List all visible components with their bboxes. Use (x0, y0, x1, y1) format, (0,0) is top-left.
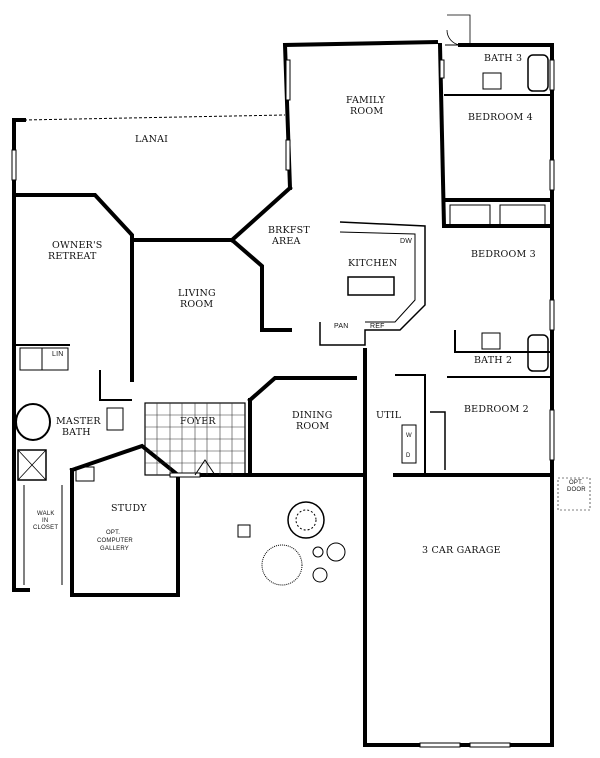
label-gallery-3: GALLERY (100, 546, 129, 552)
exterior-walls (12, 39, 554, 747)
label-living-room-2: ROOM (180, 299, 214, 310)
label-study: STUDY (111, 503, 147, 514)
garage-door (445, 14, 591, 511)
label-dryer: D (406, 453, 411, 459)
label-dishwasher: DW (400, 238, 413, 245)
label-owners-2: RETREAT (48, 251, 97, 262)
label-opt-door-2: DOOR (567, 487, 586, 493)
label-linen: LIN (52, 351, 64, 358)
label-util: UTIL (376, 410, 402, 421)
label-brkfst-1: BRKFST (268, 225, 310, 236)
landscape-trees (237, 501, 346, 586)
label-master-bath-2: BATH (62, 427, 91, 438)
label-master-bath-1: MASTER (56, 416, 101, 427)
label-gallery-1: OPT. (106, 530, 121, 536)
label-family-room-2: ROOM (350, 106, 384, 117)
label-brkfst-2: AREA (272, 236, 301, 247)
label-washer: W (406, 433, 412, 439)
label-lanai: LANAI (135, 134, 169, 145)
label-pantry: PAN (334, 323, 349, 330)
label-kitchen: KITCHEN (348, 258, 398, 269)
label-bedroom-4: BEDROOM 4 (468, 112, 533, 123)
label-walk-in-2: IN (42, 518, 49, 524)
label-opt-door-1: OPT. (569, 480, 584, 486)
label-living-room-1: LIVING (178, 288, 216, 299)
label-dining-room-2: ROOM (296, 421, 330, 432)
label-bath-2: BATH 2 (474, 355, 513, 366)
label-walk-in-3: CLOSET (33, 525, 59, 531)
label-walk-in-1: WALK (37, 511, 55, 517)
label-3-car-garage: 3 CAR GARAGE (422, 545, 501, 556)
label-family-room-1: FAMILY (346, 95, 386, 106)
label-bedroom-3: BEDROOM 3 (471, 249, 536, 260)
label-bath-3: BATH 3 (484, 53, 523, 64)
interior-walls (14, 54, 552, 585)
foyer-tile-grid (145, 403, 245, 475)
label-gallery-2: COMPUTER (97, 538, 133, 544)
label-refrigerator: REF (370, 323, 385, 330)
label-owners-1: OWNER'S (52, 240, 103, 251)
label-foyer: FOYER (180, 416, 216, 427)
stair-step (194, 459, 216, 476)
label-dining-room-1: DINING (292, 410, 333, 421)
label-bedroom-2: BEDROOM 2 (464, 404, 529, 415)
windows (11, 59, 555, 748)
